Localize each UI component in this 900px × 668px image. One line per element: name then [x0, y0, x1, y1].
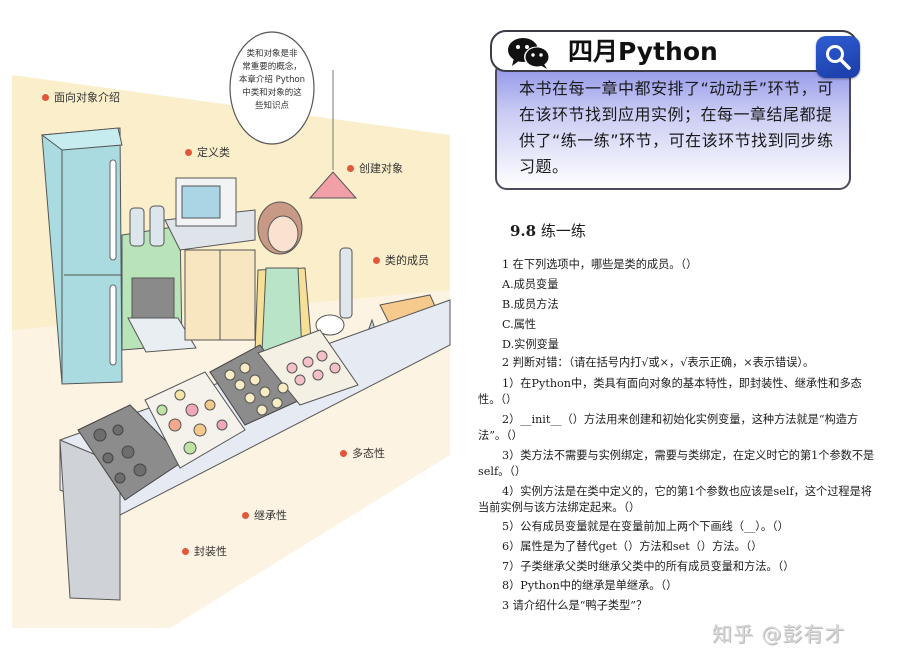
bullet-dot-icon — [242, 511, 249, 519]
label-text: 继承性 — [254, 509, 287, 522]
label-create-object: 创建对象 — [347, 160, 403, 176]
intro-card: 本书在每一章中都安排了“动动手”环节，可在该环节找到应用实例；在每一章结尾都提供… — [495, 60, 851, 190]
kitchen-illustration: 类和对象是非 常重要的概念， 本章介绍 Python 中类和对象的这 些知识点 … — [12, 31, 451, 628]
label-oop-intro: 面向对象介绍 — [42, 89, 120, 105]
bubble-line: 些知识点 — [254, 101, 289, 111]
option-a: A.成员变量 — [502, 278, 559, 291]
label-polymorphism: 多态性 — [340, 445, 385, 461]
question-1-prompt: 1 在下列选项中，哪些是类的成员。（） — [502, 258, 698, 271]
section-title: 练一练 — [540, 222, 586, 240]
bubble-line: 常重要的概念， — [242, 62, 302, 72]
bullet-dot-icon — [185, 148, 192, 156]
label-text: 面向对象介绍 — [54, 91, 120, 104]
zhihu-watermark: 知乎 @彭有才 — [712, 622, 846, 646]
judge-item-8: 8）Python中的继承是单继承。（） — [502, 579, 678, 592]
label-define-class: 定义类 — [185, 144, 230, 160]
option-d: D.实例变量 — [502, 338, 559, 351]
judge-item-2: 2）__init__（）方法用来创建和初始化实例变量，这种方法就是“构造方法”。… — [478, 413, 859, 442]
speech-bubble: 类和对象是非 常重要的概念， 本章介绍 Python 中类和对象的这 些知识点 — [238, 48, 306, 113]
label-text: 创建对象 — [359, 162, 403, 175]
bullet-dot-icon — [373, 256, 380, 264]
label-encapsulation: 封装性 — [182, 543, 227, 559]
section-number: 9.8 — [510, 222, 537, 240]
option-c: C.属性 — [502, 318, 537, 331]
bullet-dot-icon — [42, 93, 49, 101]
label-text: 类的成员 — [385, 254, 429, 267]
intro-text: 本书在每一章中都安排了“动动手”环节，可在该环节找到应用实例；在每一章结尾都提供… — [519, 79, 834, 176]
judge-item-6: 6）属性是为了替代get（）方法和set（）方法。（） — [502, 540, 763, 553]
judge-item-4: 4）实例方法是在类中定义的，它的第1个参数也应该是self，这个过程是将当前实例… — [478, 485, 872, 514]
title-bar: 四月Python — [490, 30, 858, 72]
judge-item-3: 3）类方法不需要与实例绑定，需要与类绑定，在定义时它的第1个参数不是self。（… — [478, 449, 875, 478]
label-text: 定义类 — [197, 146, 230, 159]
label-text: 多态性 — [352, 447, 385, 460]
bubble-line: 中类和对象的这 — [242, 88, 302, 98]
page-title: 四月Python — [568, 37, 718, 66]
bullet-dot-icon — [340, 449, 347, 457]
label-text: 封装性 — [194, 545, 227, 558]
bubble-line: 类和对象是非 — [246, 49, 298, 59]
question-3-prompt: 3 请介绍什么是“鸭子类型”？ — [502, 599, 648, 612]
label-class-members: 类的成员 — [373, 252, 429, 268]
judge-item-7: 7）子类继承父类时继承父类中的所有成员变量和方法。（） — [502, 560, 795, 573]
bullet-dot-icon — [182, 547, 189, 555]
option-b: B.成员方法 — [502, 298, 559, 311]
question-2-prompt: 2 判断对错：（请在括号内打√或×，√表示正确，×表示错误）。 — [502, 356, 815, 369]
wechat-icon — [508, 38, 550, 69]
label-inheritance: 继承性 — [242, 507, 287, 523]
bubble-line: 本章介绍 Python — [238, 75, 306, 85]
bullet-dot-icon — [347, 164, 354, 172]
search-icon — [826, 45, 851, 70]
search-button[interactable] — [816, 36, 860, 78]
section-heading: 9.8 练一练 — [510, 220, 586, 241]
kitchen-scene-graphic — [12, 31, 451, 628]
judge-item-5: 5）公有成员变量就是在变量前加上两个下画线（__）。（） — [502, 520, 789, 533]
judge-item-1: 1）在Python中，类具有面向对象的基本特性，即封装性、继承性和多态性。（） — [478, 377, 862, 406]
